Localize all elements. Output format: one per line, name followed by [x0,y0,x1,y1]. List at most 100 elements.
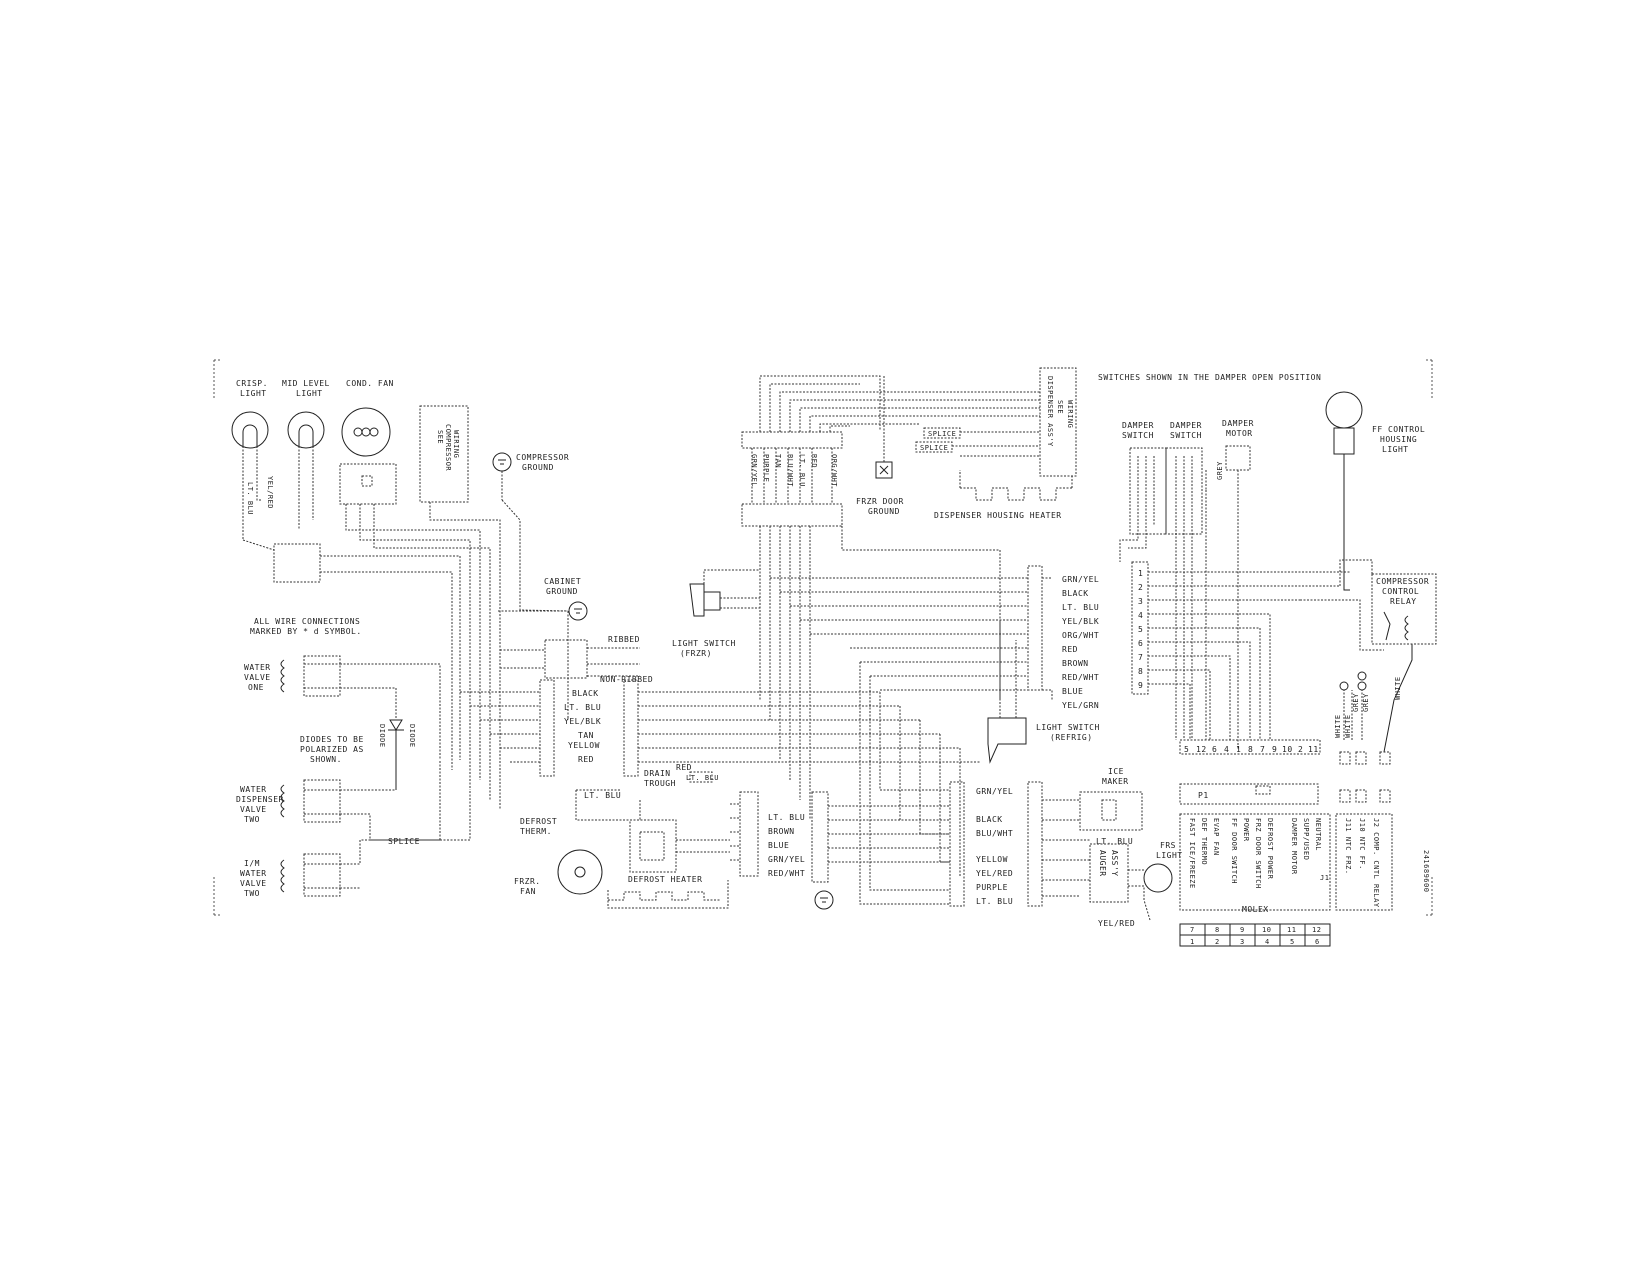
defrost-heater-icon [608,891,720,901]
molex-grid: 7 8 9 10 11 12 1 2 3 4 5 6 [1179,923,1331,947]
svg-text:MOTOR: MOTOR [1226,429,1253,438]
crisp-light-label: CRISP. [236,379,268,388]
left-middle-connector [539,679,555,777]
svg-text:6: 6 [1138,639,1143,648]
svg-text:7: 7 [1260,745,1265,754]
all-wire-connections-note: ALL WIRE CONNECTIONS [254,617,360,626]
svg-text:9: 9 [1272,745,1277,754]
svg-text:12: 12 [1196,745,1207,754]
control-board-header [1179,739,1321,755]
svg-text:WHITE: WHITE [1394,676,1402,700]
svg-text:RED: RED [676,763,692,772]
dispenser-housing-heater-label: DISPENSER HOUSING HEATER [934,511,1062,520]
svg-text:(FRZR): (FRZR) [680,649,712,658]
ff-control-housing-light-icon [1325,391,1363,591]
svg-text:12: 12 [1312,926,1321,934]
damper-switch-1-label: DAMPER [1122,421,1154,430]
svg-text:P1: P1 [1198,791,1209,800]
svg-text:YEL/RED: YEL/RED [1098,919,1135,928]
svg-text:9: 9 [1240,926,1245,934]
frs-light-label: FRS [1160,841,1176,850]
crisp-light-icon [231,411,269,449]
svg-text:10: 10 [1282,745,1293,754]
frzr-door-ground-icon [875,461,893,479]
svg-text:4: 4 [1138,611,1143,620]
svg-text:AUGER: AUGER [1098,850,1107,877]
svg-text:YEL/RED: YEL/RED [976,869,1013,878]
svg-text:RED: RED [1062,645,1078,654]
light-switch-refrig-icon [987,717,1027,764]
svg-text:J10 NTC FF.: J10 NTC FF. [1358,818,1366,870]
svg-text:YELLOW: YELLOW [568,741,600,750]
svg-text:POWER: POWER [1242,818,1250,842]
svg-text:HOUSING: HOUSING [1380,435,1417,444]
mid-level-light-label-2: LIGHT [296,389,323,398]
mid-level-light-icon [287,411,325,449]
auger-assy [1089,843,1129,903]
svg-text:LT. BLU: LT. BLU [686,774,719,782]
svg-text:VALVE: VALVE [244,673,271,682]
ff-control-housing-light-label: FF CONTROL [1372,425,1425,434]
svg-text:PURPLE: PURPLE [976,883,1008,892]
svg-text:3: 3 [1138,597,1143,606]
svg-text:BLACK: BLACK [976,815,1003,824]
svg-text:LT. BLU: LT. BLU [1096,837,1133,846]
svg-text:LT. BLU: LT. BLU [1062,603,1099,612]
ribbed-label: RIBBED [608,635,640,644]
compressor-ground-icon [492,452,512,500]
light-switch-refrig-label: LIGHT SWITCH [1036,723,1100,732]
svg-text:1: 1 [1138,569,1143,578]
damper-switch-2-label: DAMPER [1170,421,1202,430]
svg-text:EVAP FAN: EVAP FAN [1212,818,1220,856]
svg-text:SPLICE: SPLICE [928,430,956,438]
splice-label: SPLICE [388,837,420,846]
svg-text:VALVE: VALVE [240,805,267,814]
frs-light-icon [1143,863,1173,893]
board-functions-labels: FAST ICE/FREEZE DEF THERMO EVAP FAN FF D… [1188,818,1329,889]
svg-text:SPLICE: SPLICE [920,444,948,452]
svg-text:DEF THERMO: DEF THERMO [1200,818,1208,865]
dispenser-housing-heater-icon [960,487,1072,501]
svg-text:FAN: FAN [520,887,536,896]
board-functions-panel [1179,813,1331,911]
svg-text:CONTROL: CONTROL [1382,587,1419,596]
molex-label: MOLEX [1242,905,1269,914]
svg-text:SEE: SEE [436,430,444,444]
defrost-connector-color-labels: LT. BLU BROWN BLUE GRN/YEL RED/WHT [768,813,805,878]
svg-text:J1: J1 [1320,874,1329,882]
svg-text:DAMPER MOTOR: DAMPER MOTOR [1290,818,1298,875]
cond-fan-icon [341,407,391,457]
left-junction-block [273,543,321,583]
top-terminal-block-2 [741,503,843,527]
defrost-connector [739,791,759,877]
svg-text:RED: RED [578,755,594,764]
ribbed-connector [544,639,588,679]
svg-text:BLACK: BLACK [1062,589,1089,598]
second-middle-connector [623,679,639,777]
svg-text:FAST ICE/FREEZE: FAST ICE/FREEZE [1188,818,1196,889]
svg-text:RELAY: RELAY [1390,597,1417,606]
diode-1-icon [388,719,404,790]
svg-text:LT. BLU: LT. BLU [768,813,805,822]
svg-text:DEFROST POWER: DEFROST POWER [1266,818,1274,880]
svg-text:BLUE: BLUE [1062,687,1083,696]
svg-text:TAN: TAN [774,454,782,468]
cabinet-ground-label: CABINET [544,577,581,586]
defrost-heater-label: DEFROST HEATER [628,875,702,884]
svg-text:4: 4 [1224,745,1229,754]
cond-fan-connector [339,463,397,505]
svg-text:WIRING: WIRING [1066,400,1074,428]
svg-text:WHITE: WHITE [1334,714,1342,738]
svg-text:BLACK: BLACK [572,689,599,698]
svg-text:6: 6 [1212,745,1217,754]
svg-text:SEE: SEE [1056,400,1064,414]
svg-text:SWITCH: SWITCH [1170,431,1202,440]
damper-motor-label: DAMPER [1222,419,1254,428]
svg-text:LT. BLU: LT. BLU [798,454,806,487]
crisp-light-label-2: LIGHT [240,389,267,398]
svg-text:J11 NTC FRZ.: J11 NTC FRZ. [1344,818,1352,875]
svg-text:SUPP/USED: SUPP/USED [1302,818,1310,860]
svg-text:GROUND: GROUND [868,507,900,516]
light-switch-frzr-icon [689,583,721,617]
svg-text:DIODE: DIODE [408,724,416,748]
